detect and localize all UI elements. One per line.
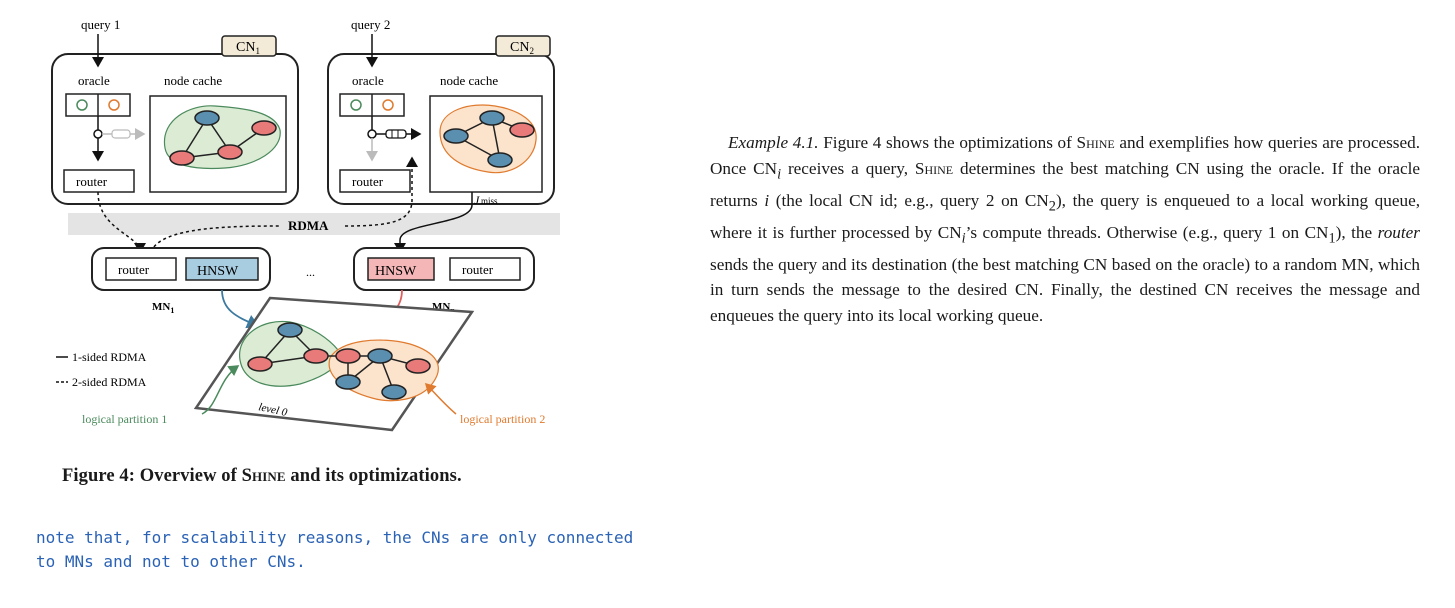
cn2-router bbox=[339, 169, 411, 193]
mn1-box: router HNSW MN1 bbox=[91, 247, 271, 315]
query1-label: query 1 bbox=[81, 17, 120, 32]
svg-text:CN2: CN2 bbox=[510, 40, 534, 56]
figure-caption: Figure 4: Overview of Shine and its opti… bbox=[62, 466, 462, 486]
svg-text:miss: miss bbox=[481, 196, 498, 206]
svg-text:oracle: oracle bbox=[78, 73, 110, 88]
rdma-band bbox=[68, 213, 560, 235]
svg-text:router: router bbox=[462, 262, 494, 277]
level0-plane: level 0 bbox=[193, 296, 475, 432]
svg-text:node cache: node cache bbox=[164, 73, 222, 88]
figure-4-diagram: CN1 query 1 oracle node cache router bbox=[51, 17, 560, 432]
svg-text:node cache: node cache bbox=[440, 73, 498, 88]
cn2-box: CN2 query 2 oracle node cache router bbox=[327, 17, 555, 205]
svg-text:router: router bbox=[118, 262, 150, 277]
mnn-box: HNSW router MNn bbox=[353, 247, 535, 315]
legend: 1-sided RDMA 2-sided RDMA bbox=[56, 350, 147, 389]
ellipsis: ... bbox=[306, 265, 315, 279]
svg-text:oracle: oracle bbox=[352, 73, 384, 88]
query2-label: query 2 bbox=[351, 17, 390, 32]
cn1-router bbox=[63, 169, 135, 193]
handwritten-note: note that, for scalability reasons, the … bbox=[36, 528, 634, 571]
svg-text:1-sided RDMA: 1-sided RDMA bbox=[72, 350, 147, 364]
svg-text:HNSW: HNSW bbox=[375, 264, 417, 279]
rdma-label: RDMA bbox=[288, 218, 329, 233]
svg-text:CN1: CN1 bbox=[236, 40, 260, 56]
svg-text:HNSW: HNSW bbox=[197, 264, 239, 279]
svg-text:2-sided RDMA: 2-sided RDMA bbox=[72, 375, 147, 389]
svg-text:router: router bbox=[352, 174, 384, 189]
example-paragraph: Example 4.1. Figure 4 shows the optimiza… bbox=[710, 133, 1420, 325]
svg-text:router: router bbox=[76, 174, 108, 189]
svg-text:J: J bbox=[474, 193, 480, 207]
logical-partition-2: logical partition 2 bbox=[460, 412, 545, 426]
cn1-box: CN1 query 1 oracle node cache router bbox=[51, 17, 299, 205]
svg-text:MN1: MN1 bbox=[152, 301, 174, 315]
logical-partition-1: logical partition 1 bbox=[82, 412, 167, 426]
